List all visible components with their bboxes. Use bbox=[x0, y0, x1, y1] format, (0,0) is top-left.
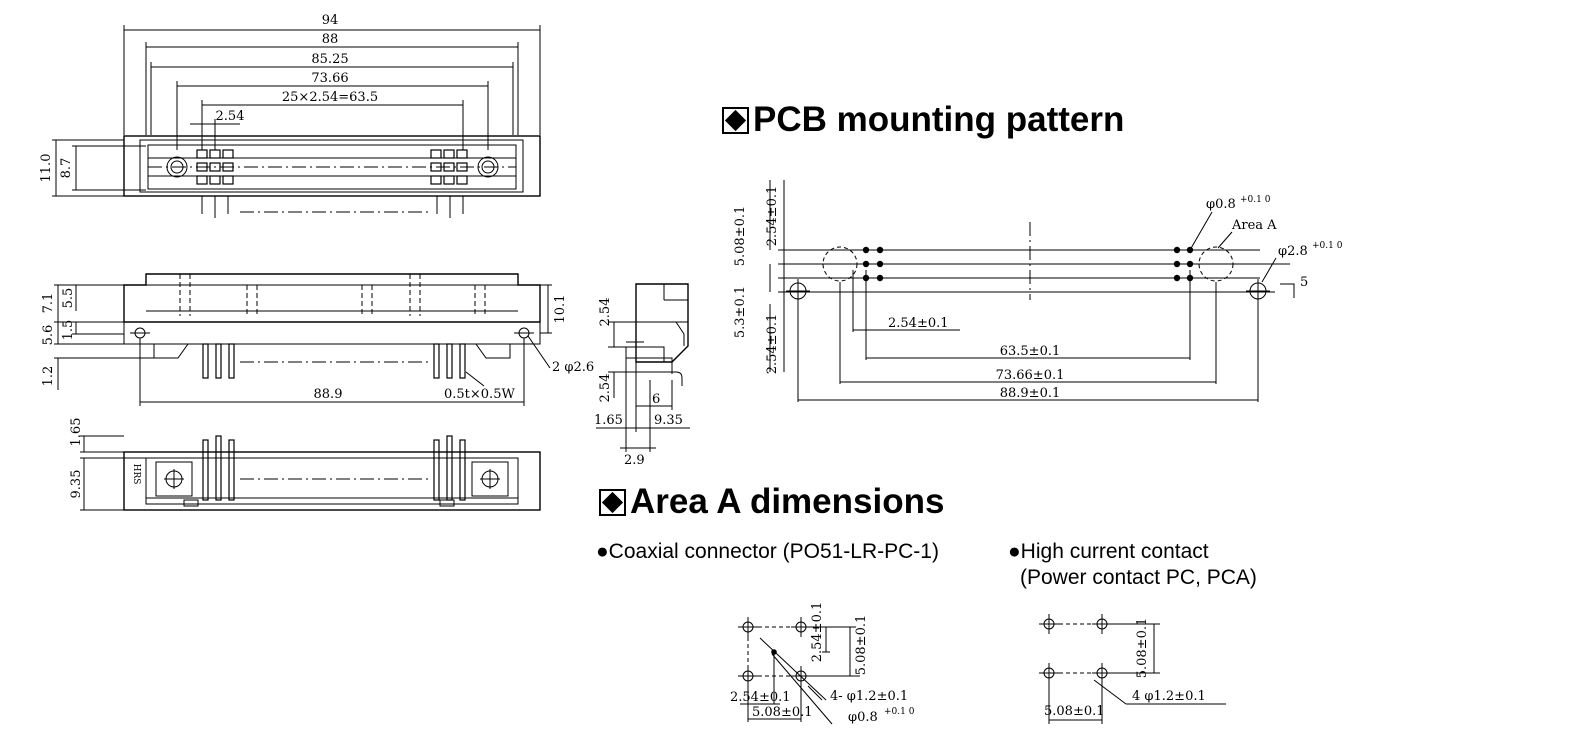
pcb-dim-h-73-66: 73.66±0.1 bbox=[996, 368, 1065, 383]
pcb-hole-2-8-tol: +0.1 0 bbox=[1312, 241, 1343, 251]
heading-area-a: Area A dimensions bbox=[599, 482, 944, 522]
dim-88: 88 bbox=[322, 32, 339, 47]
pcb-dim-h-88-9: 88.9±0.1 bbox=[1000, 386, 1061, 401]
dim-1-2: 1.2 bbox=[41, 366, 56, 387]
coax-hole-0-8-tol: +0.1 0 bbox=[884, 707, 915, 717]
area-a-label: Area A bbox=[1231, 218, 1277, 233]
pcb-dim-v-2-54-top: 2.54±0.1 bbox=[765, 186, 780, 247]
dim-pitch: 2.54 bbox=[216, 109, 245, 124]
dim-height-11: 11.0 bbox=[39, 154, 54, 183]
heading-area-text: Area A dimensions bbox=[630, 482, 945, 521]
power-dim-v-5-08: 5.08±0.1 bbox=[1135, 618, 1150, 679]
dim-1-5: 1.5 bbox=[61, 320, 76, 341]
dim-88-9: 88.9 bbox=[314, 387, 343, 402]
dim-profile-2-9: 2.9 bbox=[624, 453, 645, 468]
high-current-subcaption: (Power contact PC, PCA) bbox=[1020, 566, 1257, 589]
coax-hole-1-2: 4- φ1.2±0.1 bbox=[830, 689, 908, 704]
heading-pcb-mounting: PCB mounting pattern bbox=[722, 100, 1124, 140]
diamond-icon bbox=[599, 489, 626, 516]
dim-85-25: 85.25 bbox=[311, 52, 348, 67]
dim-profile-9-35: 9.35 bbox=[654, 413, 683, 428]
pcb-dim-v-5-08: 5.08±0.1 bbox=[733, 206, 748, 267]
pcb-side-mark: 5 bbox=[1300, 275, 1308, 290]
dim-5-6: 5.6 bbox=[41, 325, 56, 346]
dim-profile-2-54-a: 2.54 bbox=[598, 298, 613, 327]
pin-size-label: 0.5t×0.5W bbox=[444, 387, 515, 402]
pcb-dim-v-2-54-bottom: 2.54±0.1 bbox=[765, 314, 780, 375]
pcb-hole-2-8: φ2.8 bbox=[1278, 244, 1308, 259]
dim-7-1: 7.1 bbox=[41, 293, 56, 314]
coax-center-contact bbox=[771, 649, 777, 655]
pcb-hole-0-8: φ0.8 bbox=[1206, 197, 1236, 212]
coax-dim-v-2-54: 2.54±0.1 bbox=[810, 602, 825, 663]
heading-pcb-text: PCB mounting pattern bbox=[753, 100, 1125, 139]
dim-profile-6: 6 bbox=[652, 392, 660, 407]
dim-bottom-9-35: 9.35 bbox=[69, 470, 84, 499]
coaxial-caption: ●Coaxial connector (PO51-LR-PC-1) bbox=[596, 540, 939, 563]
high-current-caption: ●High current contact bbox=[1008, 540, 1209, 563]
dim-bottom-1-65: 1.65 bbox=[69, 418, 84, 447]
dim-profile-1-65: 1.65 bbox=[594, 413, 623, 428]
pcb-hole-0-8-tol: +0.1 0 bbox=[1240, 195, 1271, 205]
power-hole-1-2: 4 φ1.2±0.1 bbox=[1132, 689, 1206, 704]
dim-height-8-7: 8.7 bbox=[59, 158, 74, 179]
power-dim-h-5-08: 5.08±0.1 bbox=[1044, 704, 1105, 719]
coax-dim-v-5-08: 5.08±0.1 bbox=[854, 615, 869, 676]
dim-5-5: 5.5 bbox=[61, 288, 76, 309]
hole-label-2-6: 2 φ2.6 bbox=[552, 360, 594, 375]
dim-94: 94 bbox=[322, 13, 339, 28]
dim-10-1: 10.1 bbox=[553, 295, 568, 324]
dim-profile-2-54-b: 2.54 bbox=[598, 374, 613, 403]
diamond-icon bbox=[722, 107, 749, 134]
coax-dim-h-2-54: 2.54±0.1 bbox=[730, 690, 791, 705]
pcb-dim-h-2-54: 2.54±0.1 bbox=[888, 316, 949, 331]
hrs-marking: HRS bbox=[131, 464, 141, 485]
pcb-dim-v-5-3: 5.3±0.1 bbox=[733, 286, 748, 338]
dim-pitch-total: 25×2.54=63.5 bbox=[282, 90, 378, 105]
coax-hole-0-8: φ0.8 bbox=[848, 710, 878, 725]
pcb-dim-h-63-5: 63.5±0.1 bbox=[1000, 344, 1061, 359]
coax-dim-h-5-08: 5.08±0.1 bbox=[752, 705, 813, 720]
dim-73-66: 73.66 bbox=[311, 71, 348, 86]
